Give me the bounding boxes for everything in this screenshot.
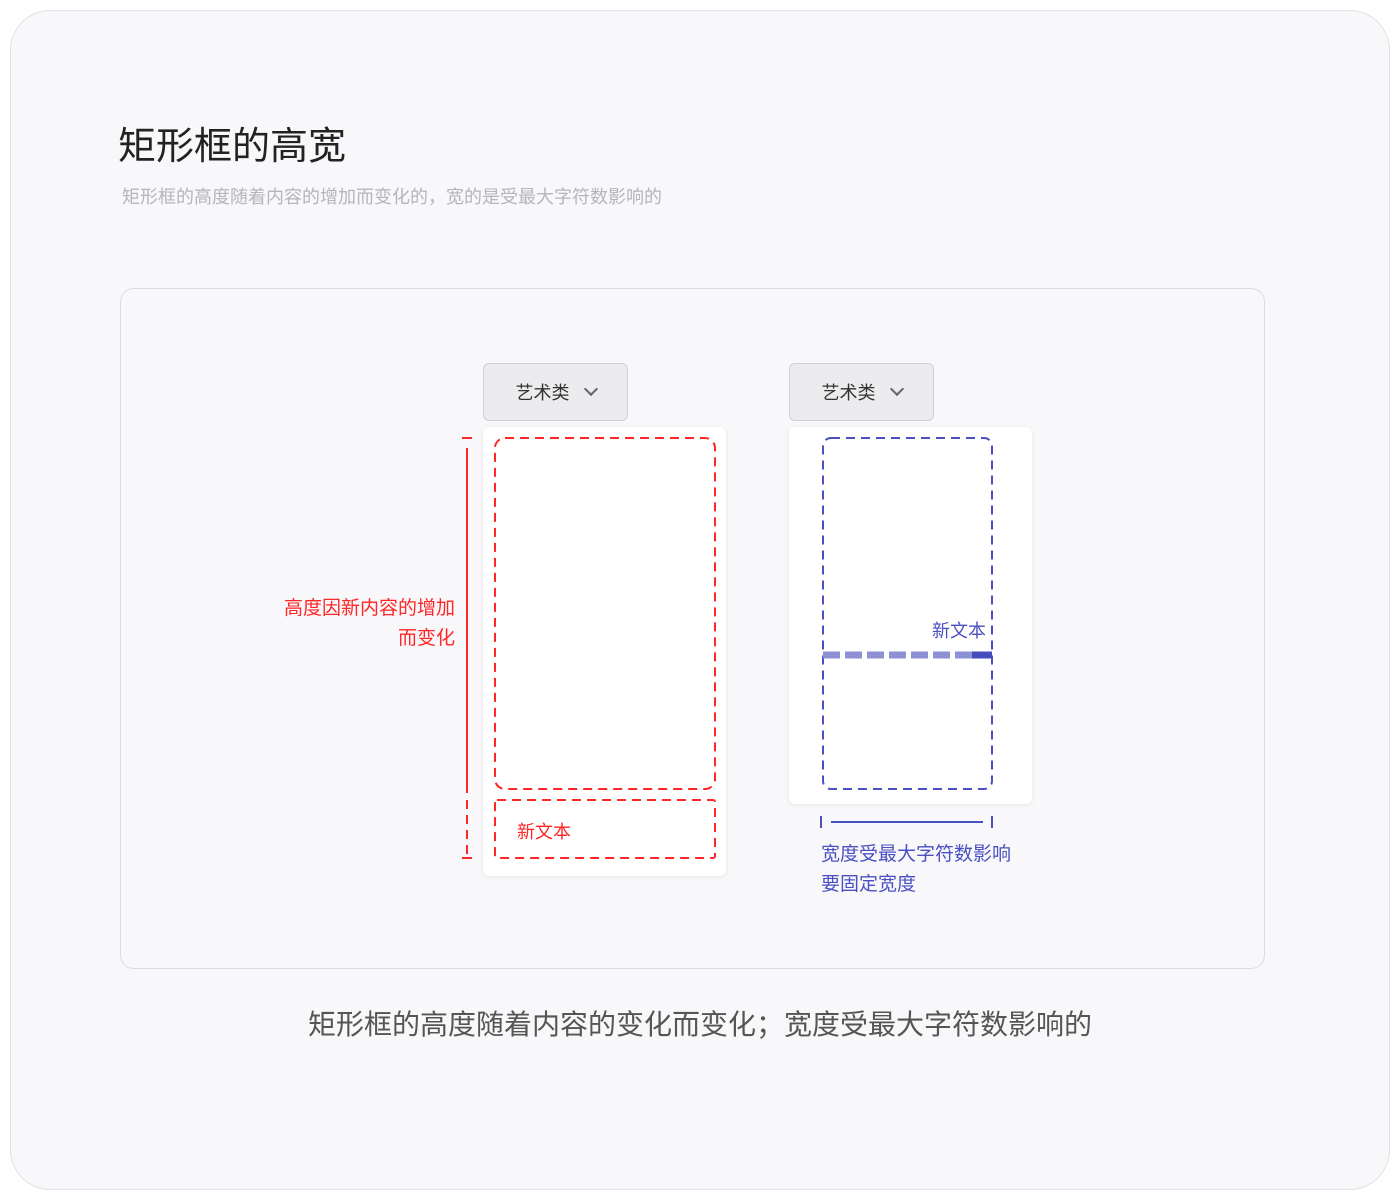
- width-annotation: 宽度受最大字符数影响 要固定宽度: [821, 839, 1011, 899]
- page-title: 矩形框的高宽: [118, 124, 347, 168]
- category-dropdown-left[interactable]: 艺术类: [483, 363, 628, 421]
- caption: 矩形框的高度随着内容的变化而变化；宽度受最大字符数影响的: [307, 1008, 1092, 1041]
- annotation-line: 要固定宽度: [821, 873, 917, 895]
- dropdown-label: 艺术类: [821, 383, 876, 404]
- category-dropdown-right[interactable]: 艺术类: [789, 363, 934, 421]
- new-item-outline: [494, 799, 716, 859]
- content-area-outline: [494, 437, 716, 790]
- annotation-line: 而变化: [397, 627, 455, 649]
- dropdown-sheet-left: [483, 427, 726, 876]
- annotation-line: 高度因新内容的增加: [283, 597, 455, 619]
- dropdown-label: 艺术类: [515, 383, 570, 404]
- new-text-left: 新文本: [517, 822, 571, 843]
- annotation-line: 宽度受最大字符数影响: [821, 843, 1012, 865]
- page-subtitle: 矩形框的高度随着内容的增加而变化的，宽的是受最大字符数影响的: [122, 187, 662, 208]
- content-area-outline-right: [822, 437, 993, 790]
- new-text-right: 新文本: [932, 621, 986, 642]
- height-annotation: 高度因新内容的增加 而变化: [240, 593, 455, 653]
